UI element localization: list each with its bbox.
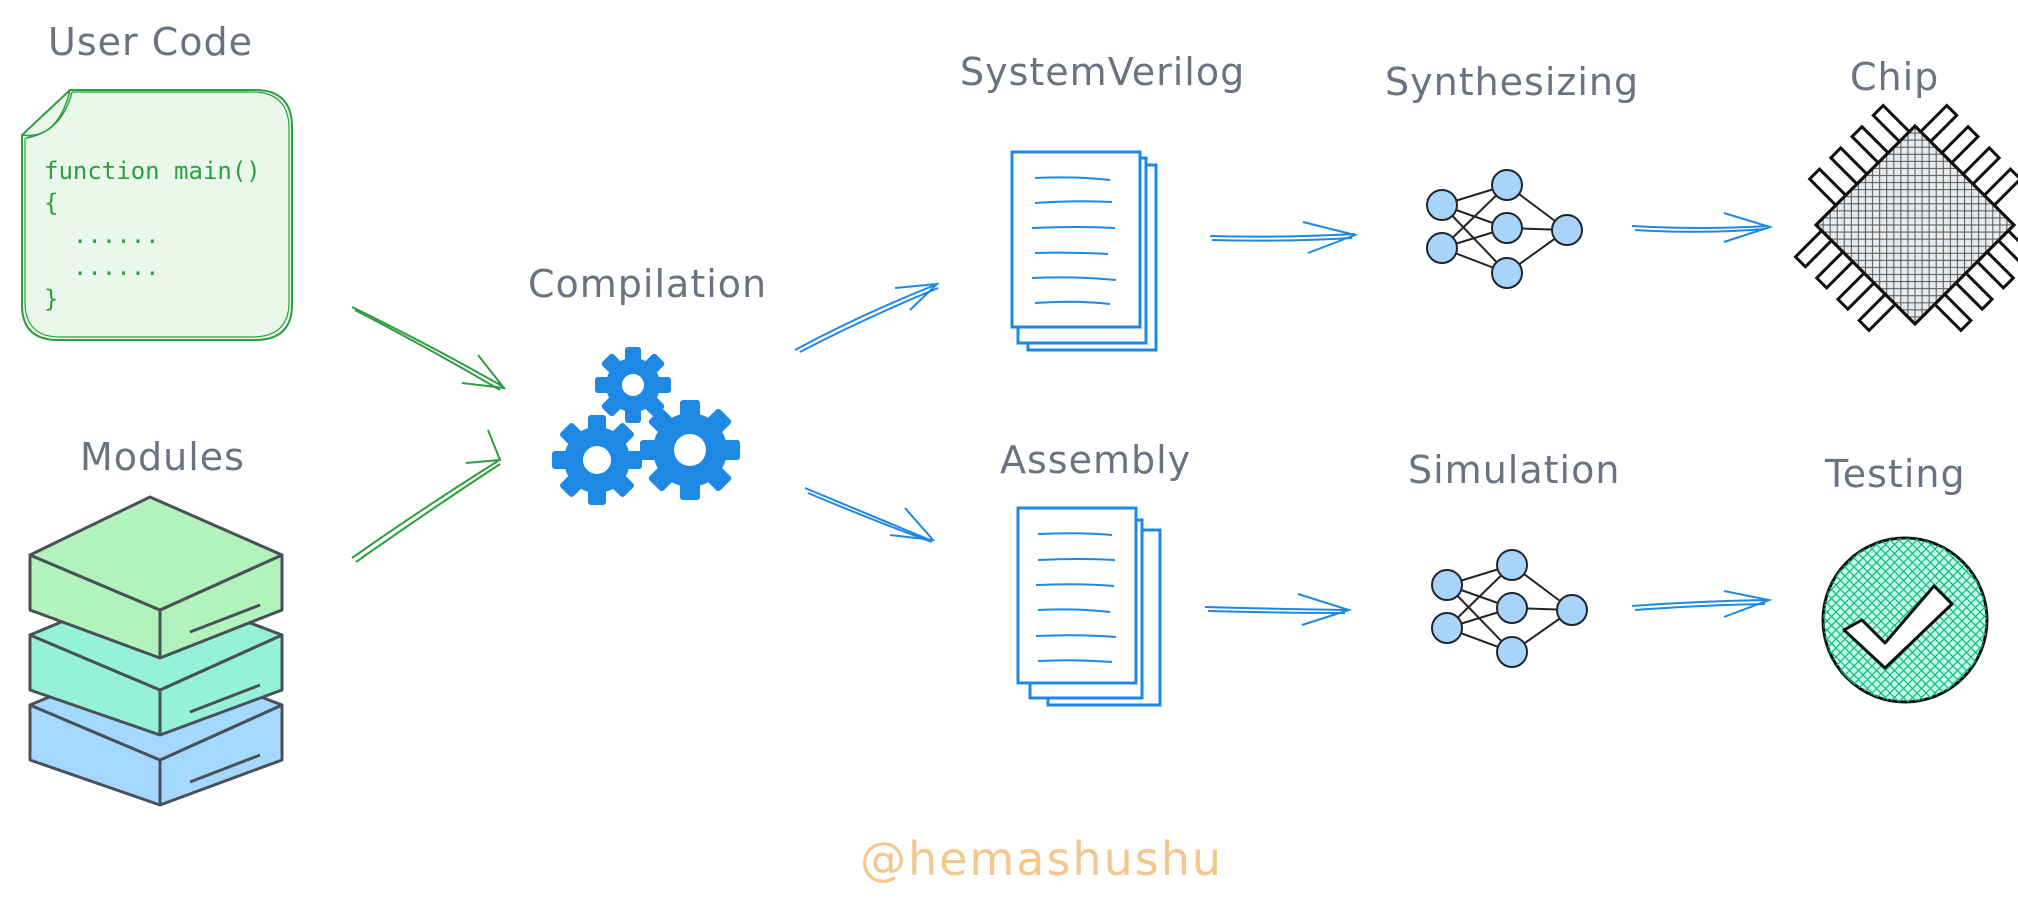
code-snippet: function main() { ...... ...... } bbox=[44, 155, 261, 315]
arrow-icon bbox=[351, 306, 507, 563]
modules-label: Modules bbox=[80, 435, 245, 479]
checkmark-icon bbox=[1821, 536, 1989, 704]
assembly-label: Assembly bbox=[1000, 438, 1192, 482]
user-code-card bbox=[21, 89, 293, 341]
compilation-label: Compilation bbox=[528, 262, 768, 306]
stack-icon bbox=[28, 495, 284, 807]
watermark: @hemashushu bbox=[860, 832, 1224, 886]
code-line: } bbox=[44, 285, 59, 313]
code-line: ...... bbox=[44, 253, 160, 281]
code-line: function main() bbox=[44, 157, 261, 185]
document-icon bbox=[1016, 506, 1162, 707]
arrow-icon bbox=[1204, 212, 1774, 626]
testing-label: Testing bbox=[1825, 452, 1966, 496]
chip-icon bbox=[1793, 103, 2018, 333]
user-code-label: User Code bbox=[48, 20, 253, 64]
synthesizing-label: Synthesizing bbox=[1385, 60, 1640, 104]
network-icon bbox=[1426, 169, 1583, 289]
code-line: { bbox=[44, 189, 59, 217]
chip-label: Chip bbox=[1850, 55, 1940, 99]
systemverilog-label: SystemVerilog bbox=[960, 50, 1246, 94]
network-icon bbox=[1431, 549, 1588, 668]
code-line: ...... bbox=[44, 221, 160, 249]
arrow-icon bbox=[794, 282, 940, 543]
document-icon bbox=[1010, 150, 1158, 352]
simulation-label: Simulation bbox=[1408, 448, 1621, 492]
gears-icon bbox=[552, 347, 740, 505]
